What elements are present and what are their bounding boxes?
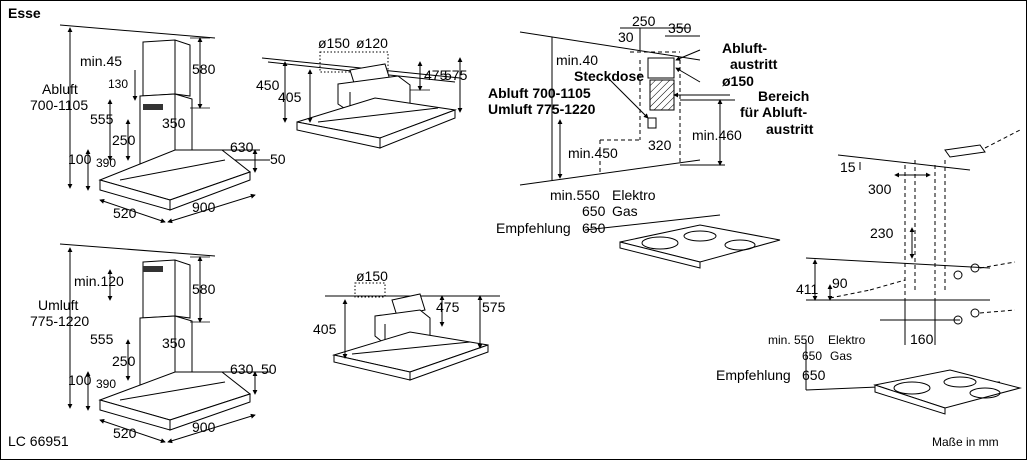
bottom-right-mounting-drawing: [805, 129, 1022, 415]
bl-dim-630: 630: [230, 361, 254, 377]
bl-dim-580: 580: [192, 281, 216, 297]
model-number: LC 66951: [8, 433, 69, 449]
tr-abluftaustritt-1: Abluft-: [722, 40, 767, 56]
tl-dim-520: 520: [113, 205, 137, 221]
tl-dim-555: 555: [90, 111, 114, 127]
br-dim-15: 15: [840, 159, 856, 175]
top-mid-hood-drawing: [261, 51, 463, 149]
tr-dim-30: 30: [618, 29, 634, 45]
bottom-mid-hood-drawing: [325, 282, 500, 381]
tr-abluft-range: Abluft 700-1105: [488, 85, 591, 101]
br-empfehlung-650: 650: [802, 367, 826, 383]
br-elektro: Elektro: [828, 333, 866, 347]
tl-abluft-range: 700-1105: [30, 97, 88, 113]
br-dim-411: 411: [796, 281, 819, 297]
bl-dim-100: 100: [68, 372, 92, 388]
tl-dim-390: 390: [96, 156, 116, 170]
tr-dim-320: 320: [648, 137, 672, 153]
br-empfehlung: Empfehlung: [716, 367, 791, 383]
tl-dim-630: 630: [230, 139, 254, 155]
bm-dim-405: 405: [313, 321, 337, 337]
tr-empfehlung: Empfehlung: [496, 220, 571, 236]
top-right-wall-drawing: [519, 27, 781, 269]
tm-dia-150: ø150: [318, 35, 350, 51]
top-left-hood-drawing: [59, 24, 270, 224]
tr-dia-150: ø150: [722, 73, 754, 89]
br-min550: min. 550: [768, 333, 814, 347]
tr-gas: Gas: [612, 203, 638, 219]
bl-dim-350: 350: [162, 335, 186, 351]
units-note: Maße in mm: [932, 435, 999, 449]
bl-umluft-label: Umluft: [38, 297, 79, 313]
tm-dia-120: ø120: [356, 35, 388, 51]
title: Esse: [8, 5, 41, 21]
bm-dim-475: 475: [436, 299, 460, 315]
br-gas-650: 650: [802, 349, 822, 363]
bl-dim-390: 390: [96, 377, 116, 391]
tr-umluft-range: Umluft 775-1220: [488, 101, 596, 117]
tr-gas-650: 650: [582, 203, 606, 219]
tm-dim-405: 405: [278, 89, 302, 105]
tl-dim-130: 130: [108, 77, 128, 91]
bm-dia-150: ø150: [356, 268, 388, 284]
tr-bereich-1: Bereich: [758, 88, 809, 104]
tm-dim-475: 475: [424, 67, 448, 83]
br-gas: Gas: [830, 349, 852, 363]
tm-dim-450: 450: [256, 77, 280, 93]
tr-bereich-2: für Abluft-: [740, 104, 807, 120]
tl-dim-350: 350: [162, 115, 186, 131]
br-dim-160: 160: [910, 331, 934, 347]
tr-dim-250: 250: [632, 13, 656, 29]
bl-min120: min.120: [74, 273, 124, 289]
tl-dim-900: 900: [192, 199, 216, 215]
br-dim-230: 230: [870, 225, 894, 241]
tr-empfehlung-650: 650: [582, 220, 606, 236]
tl-dim-580: 580: [192, 61, 216, 77]
bottom-left-hood-drawing: [59, 243, 270, 444]
tr-min40: min.40: [556, 52, 598, 68]
tm-dim-575: 575: [444, 67, 468, 83]
tr-min460: min.460: [692, 127, 742, 143]
br-dim-90: 90: [832, 275, 848, 291]
bl-dim-900: 900: [192, 419, 216, 435]
bl-umluft-range: 775-1220: [30, 313, 89, 329]
tl-dim-100: 100: [68, 151, 92, 167]
tr-elektro: Elektro: [612, 187, 656, 203]
tl-abluft-label: Abluft: [42, 81, 78, 97]
bl-dim-50: 50: [261, 361, 277, 377]
br-dim-300: 300: [868, 181, 892, 197]
tr-min550: min.550: [550, 187, 600, 203]
bl-dim-520: 520: [113, 425, 137, 441]
tr-abluftaustritt-2: austritt: [730, 56, 778, 72]
tr-dim-350: 350: [668, 20, 692, 36]
bl-dim-250: 250: [112, 353, 136, 369]
bl-dim-555: 555: [90, 331, 114, 347]
tl-dim-250: 250: [112, 132, 136, 148]
tr-steckdose: Steckdose: [574, 68, 644, 84]
tr-bereich-3: austritt: [766, 121, 814, 137]
tr-min450: min.450: [568, 145, 618, 161]
bm-dim-575: 575: [482, 299, 506, 315]
tl-min45: min.45: [80, 53, 122, 69]
tl-dim-50: 50: [270, 151, 286, 167]
